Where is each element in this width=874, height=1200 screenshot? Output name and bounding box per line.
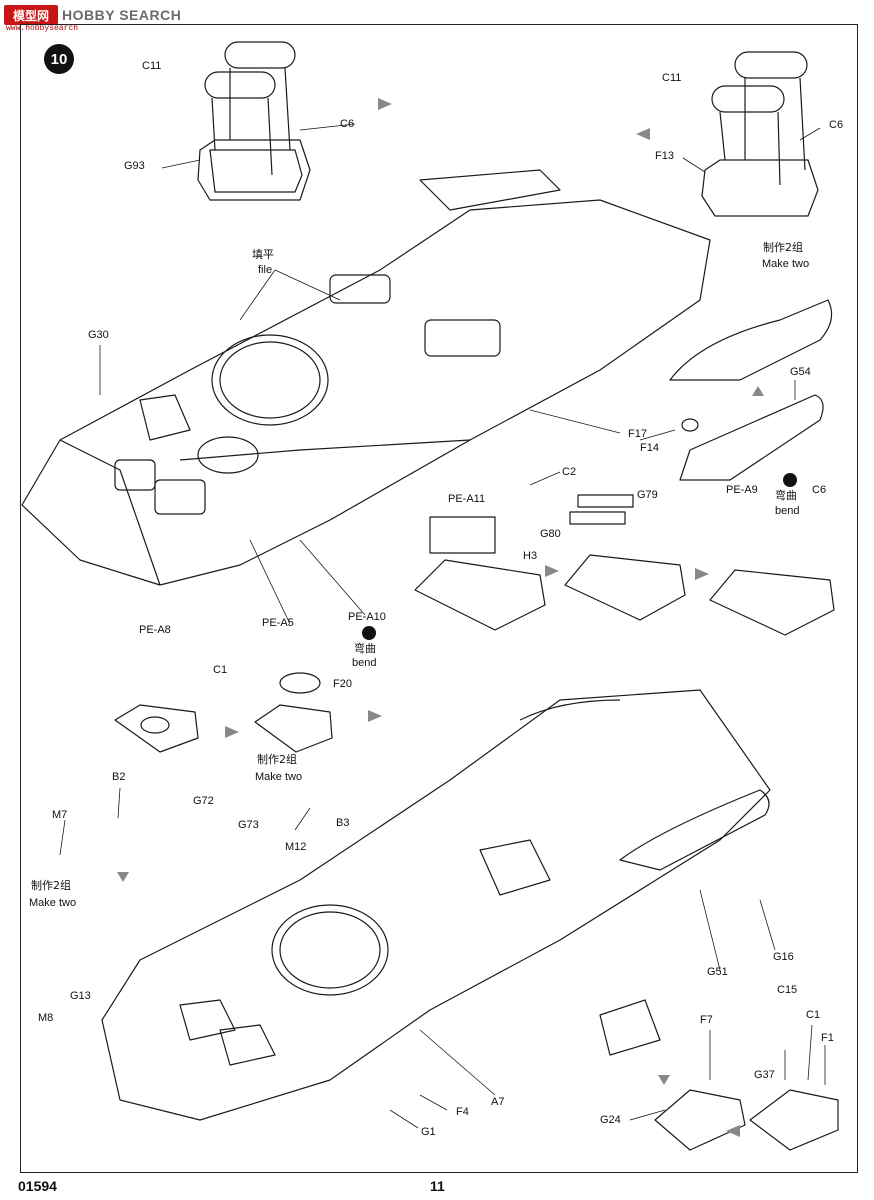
label-pe-a10: PE-A10: [348, 611, 386, 623]
label-file-en: file: [258, 264, 273, 276]
product-code: 01594: [18, 1178, 57, 1194]
page-number: 11: [430, 1178, 445, 1194]
label-c1-mid: C1: [213, 664, 228, 676]
label-g37: G37: [754, 1069, 775, 1081]
leader-lines: [59, 123, 826, 1129]
label-g93: G93: [124, 160, 145, 172]
label-m12: M12: [285, 841, 307, 853]
label-m7: M7: [52, 809, 68, 821]
label-g51: G51: [707, 966, 728, 978]
label-g80: G80: [540, 528, 561, 540]
label-f17: F17: [628, 428, 647, 440]
watermark-text: HOBBY SEARCH: [62, 7, 182, 23]
label-make-two-cn-1: 制作2组: [763, 241, 803, 254]
hatch-subassembly-right: [701, 51, 819, 217]
label-g24: G24: [600, 1114, 621, 1126]
label-f7: F7: [700, 1014, 713, 1026]
bottom-hatches: [654, 1089, 839, 1151]
label-c15: C15: [777, 984, 798, 996]
fuel-tank-g54: [669, 299, 833, 481]
label-g1: G1: [421, 1126, 436, 1138]
label-make-two-en-2: Make two: [255, 771, 303, 783]
label-g13: G13: [70, 990, 91, 1002]
label-c11-left: C11: [142, 60, 162, 72]
panel-pe-a9: [709, 569, 835, 636]
lower-hull: [101, 689, 771, 1121]
label-f13: F13: [655, 150, 674, 162]
label-g54: G54: [790, 366, 811, 378]
panel-h3: [414, 516, 546, 631]
label-make-two-en-1: Make two: [762, 258, 810, 270]
upper-hull: [21, 169, 711, 586]
label-pe-a9: PE-A9: [726, 484, 758, 496]
label-g16: G16: [773, 951, 794, 963]
label-b3: B3: [336, 817, 350, 829]
watermark: 模型网 HOBBY SEARCH: [4, 4, 181, 26]
label-c1-right: C1: [806, 1009, 821, 1021]
label-g79: G79: [637, 489, 658, 501]
label-bend-cn-1: 弯曲: [775, 489, 797, 502]
label-bend-en-2: bend: [352, 657, 377, 669]
label-c6-left: C6: [340, 118, 355, 130]
label-f4: F4: [456, 1106, 469, 1118]
label-c6-right: C6: [829, 119, 844, 131]
label-make-two-cn-2: 制作2组: [257, 753, 297, 766]
label-pe-a5: PE-A5: [262, 617, 294, 629]
label-f20: F20: [333, 678, 352, 690]
label-g73: G73: [238, 819, 259, 831]
step-number-badge: 10: [44, 44, 74, 74]
label-c2: C2: [562, 466, 577, 478]
hatch-subassembly-left: [197, 41, 311, 201]
label-f14: F14: [640, 442, 659, 454]
watermark-url: www.hobbysearch: [6, 24, 79, 33]
label-b2: B2: [112, 771, 126, 783]
label-make-two-cn-3: 制作2组: [31, 879, 71, 892]
label-file-cn: 填平: [252, 248, 274, 261]
page-frame: [20, 24, 858, 1173]
label-pe-a11: PE-A11: [448, 493, 486, 505]
direction-arrows: [117, 98, 764, 1137]
label-a7: A7: [491, 1096, 505, 1108]
label-h3: H3: [523, 550, 538, 562]
label-bend-en-1: bend: [775, 505, 800, 517]
small-hatch-row: [114, 672, 333, 753]
bend-icon: [783, 473, 797, 487]
label-g72: G72: [193, 795, 214, 807]
label-c11-right: C11: [662, 72, 682, 84]
label-make-two-en-3: Make two: [29, 897, 77, 909]
label-pe-a8: PE-A8: [139, 624, 171, 636]
label-g30: G30: [88, 329, 109, 341]
bend-icon: [362, 626, 376, 640]
label-c6-bend: C6: [812, 484, 827, 496]
panel-g79: [564, 494, 686, 621]
label-m8: M8: [38, 1012, 54, 1024]
label-bend-cn-2: 弯曲: [354, 642, 376, 655]
label-f1: F1: [821, 1032, 834, 1044]
watermark-logo: 模型网: [4, 5, 58, 25]
